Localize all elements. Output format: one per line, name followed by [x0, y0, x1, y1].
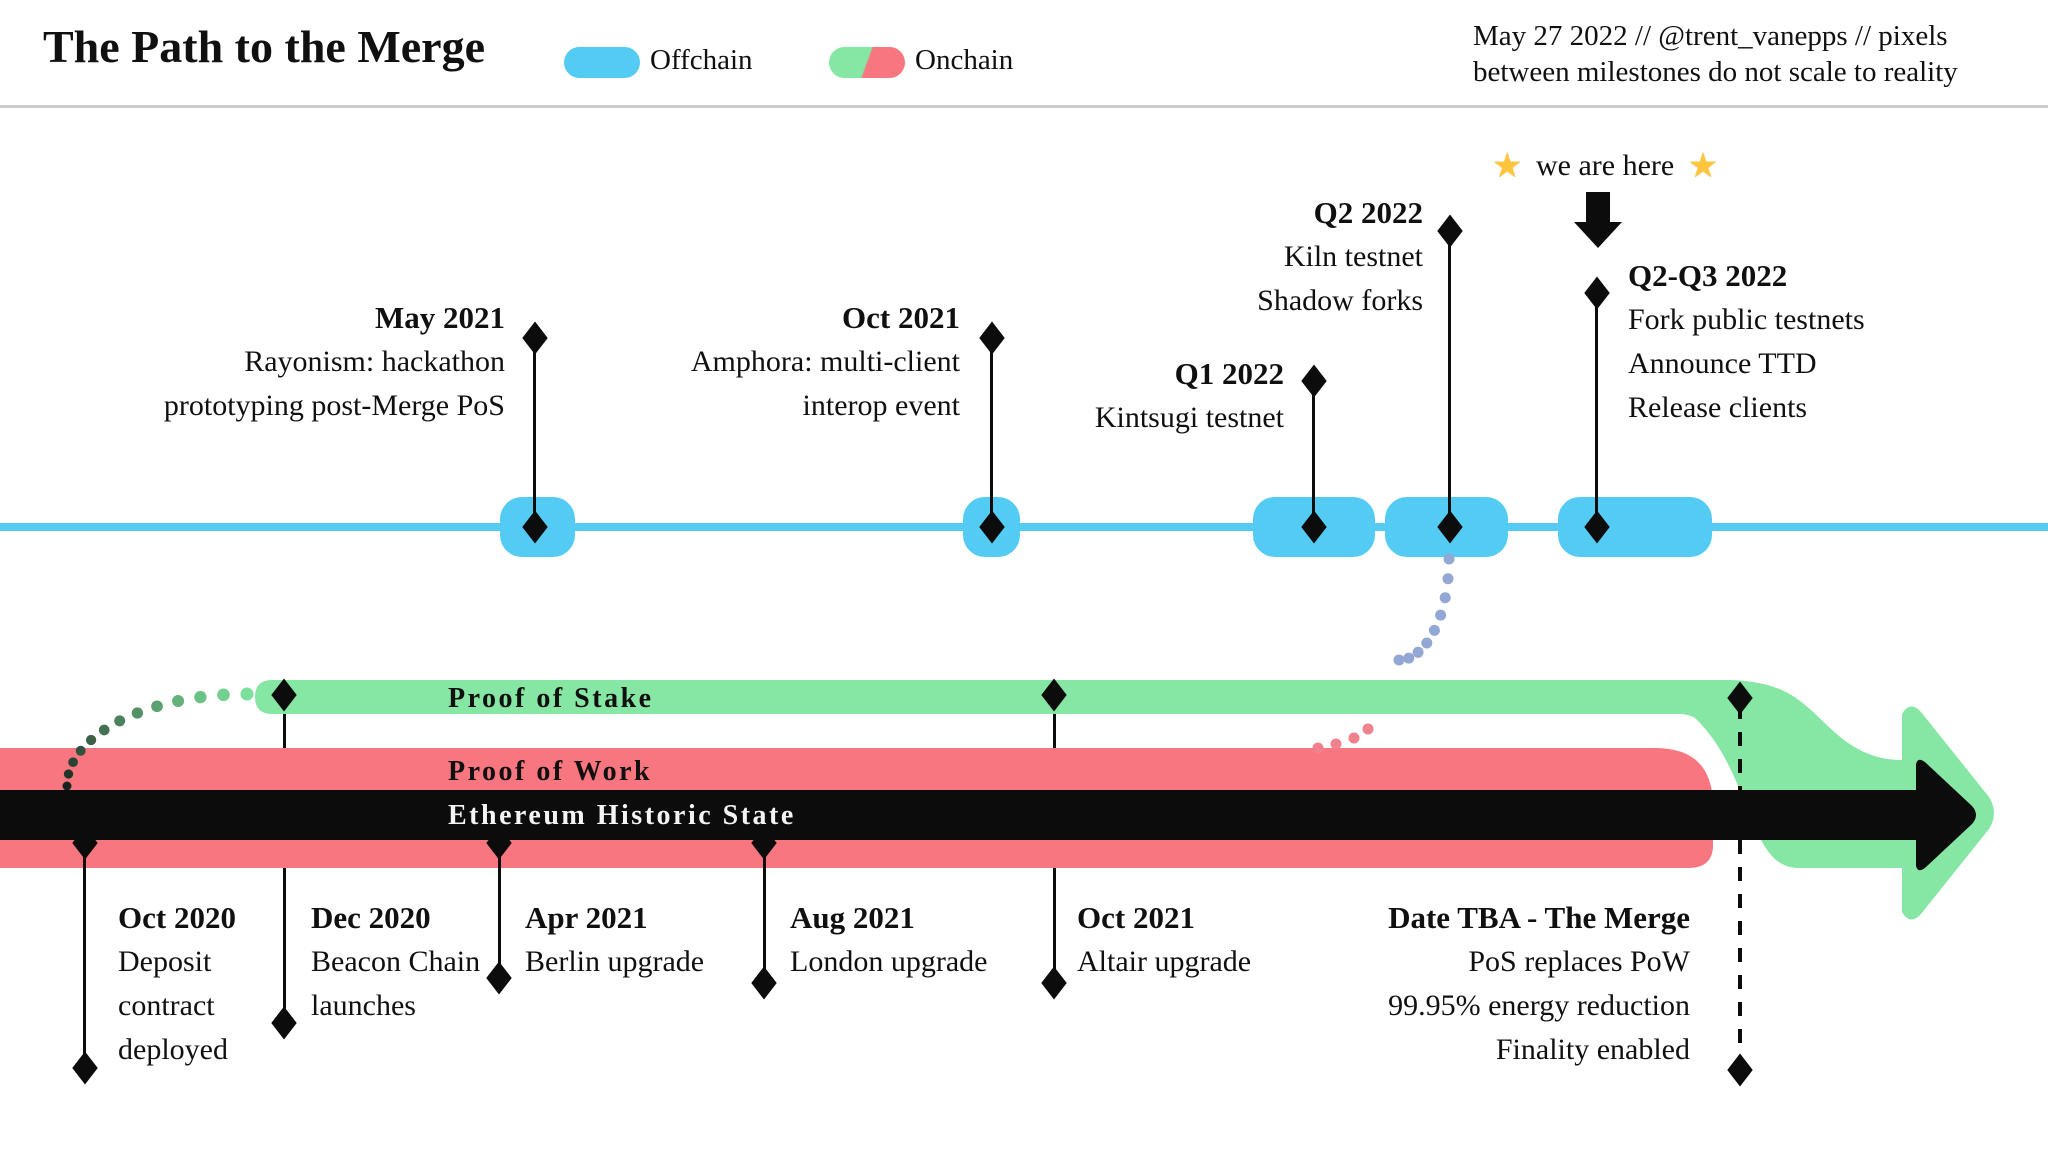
- dot: [1362, 723, 1374, 735]
- connector-public-testnets: [1595, 300, 1598, 527]
- pos-band-green-arrow: [255, 680, 1994, 920]
- milestone-kiln: Q2 2022 Kiln testnet Shadow forks: [1257, 195, 1423, 317]
- dot: [1403, 652, 1415, 664]
- credit-note: May 27 2022 // @trent_vanepps // pixels …: [1473, 18, 1958, 90]
- dotted-curves: [62, 553, 1455, 791]
- pow-band-label: Proof of Work: [448, 756, 653, 787]
- milestone-altair: Oct 2021 Altair upgrade: [1077, 900, 1252, 978]
- dot: [1439, 592, 1451, 604]
- connector-kintsugi: [1312, 388, 1315, 527]
- dot: [98, 724, 110, 736]
- dot: [63, 769, 74, 779]
- dot: [1412, 646, 1424, 658]
- dot: [240, 687, 254, 701]
- dot: [1348, 732, 1360, 744]
- connector-berlin: [498, 843, 501, 978]
- milestone-kintsugi: Q1 2022 Kintsugi testnet: [1094, 356, 1284, 434]
- connector-kiln: [1448, 238, 1451, 527]
- connector-deposit-contract: [83, 843, 86, 1068]
- dot: [194, 690, 207, 704]
- credit-line-1: May 27 2022 // @trent_vanepps // pixels: [1473, 20, 1948, 52]
- milestone-london: Aug 2021 London upgrade: [790, 900, 988, 978]
- dot: [1443, 553, 1455, 565]
- historic-state-label: Ethereum Historic State: [448, 800, 796, 831]
- offchain-timeline: [0, 523, 2048, 531]
- star-icon: ★: [1687, 148, 1719, 185]
- legend-onchain-label: Onchain: [915, 44, 1014, 76]
- legend-offchain-swatch: [564, 47, 640, 78]
- star-icon: ★: [1492, 148, 1523, 185]
- dot: [1435, 609, 1447, 621]
- dot: [1442, 573, 1454, 585]
- header-divider: [0, 105, 2048, 108]
- dot: [1393, 654, 1405, 666]
- dot: [62, 781, 72, 791]
- milestone-berlin: Apr 2021 Berlin upgrade: [525, 900, 705, 978]
- milestone-deposit-contract: Oct 2020 Deposit contract deployed: [118, 900, 236, 1066]
- dot: [151, 700, 163, 713]
- dot: [172, 695, 185, 707]
- milestone-the-merge: Date TBA - The Merge PoS replaces PoW 99…: [1388, 900, 1690, 1066]
- we-are-here-marker: ★ we are here ★: [1492, 146, 1718, 186]
- connector-london: [763, 843, 766, 983]
- credit-line-2: between milestones do not scale to reali…: [1473, 56, 1958, 88]
- historic-state-arrow: [0, 759, 1976, 871]
- pos-band-label: Proof of Stake: [448, 683, 654, 714]
- dot: [1312, 742, 1324, 754]
- timeline-pill-public-testnets: [1558, 497, 1712, 557]
- milestone-amphora: Oct 2021 Amphora: multi-client interop e…: [690, 300, 960, 422]
- dot: [1421, 637, 1433, 649]
- down-arrow-icon: [1586, 192, 1610, 224]
- dot: [114, 715, 126, 727]
- legend-offchain-label: Offchain: [650, 44, 753, 76]
- legend-onchain-swatch: [829, 47, 905, 78]
- connector-rayonism: [533, 345, 536, 527]
- dot: [68, 757, 78, 768]
- connector-amphora: [990, 345, 993, 527]
- dot: [85, 734, 97, 746]
- we-are-here-label: we are here: [1535, 149, 1675, 182]
- down-arrow-icon: [1574, 222, 1622, 248]
- dashed-connector-merge: [1738, 705, 1742, 1062]
- milestone-public-testnets: Q2-Q3 2022 Fork public testnets Announce…: [1628, 258, 1865, 424]
- dot: [1428, 624, 1440, 636]
- milestone-rayonism: May 2021 Rayonism: hackathon prototyping…: [163, 300, 505, 422]
- dot: [1330, 738, 1342, 750]
- dot: [217, 688, 230, 702]
- page-title: The Path to the Merge: [43, 21, 485, 72]
- milestone-beacon-launch: Dec 2020 Beacon Chain launches: [311, 900, 481, 1022]
- dot: [75, 745, 86, 756]
- dot: [131, 707, 144, 719]
